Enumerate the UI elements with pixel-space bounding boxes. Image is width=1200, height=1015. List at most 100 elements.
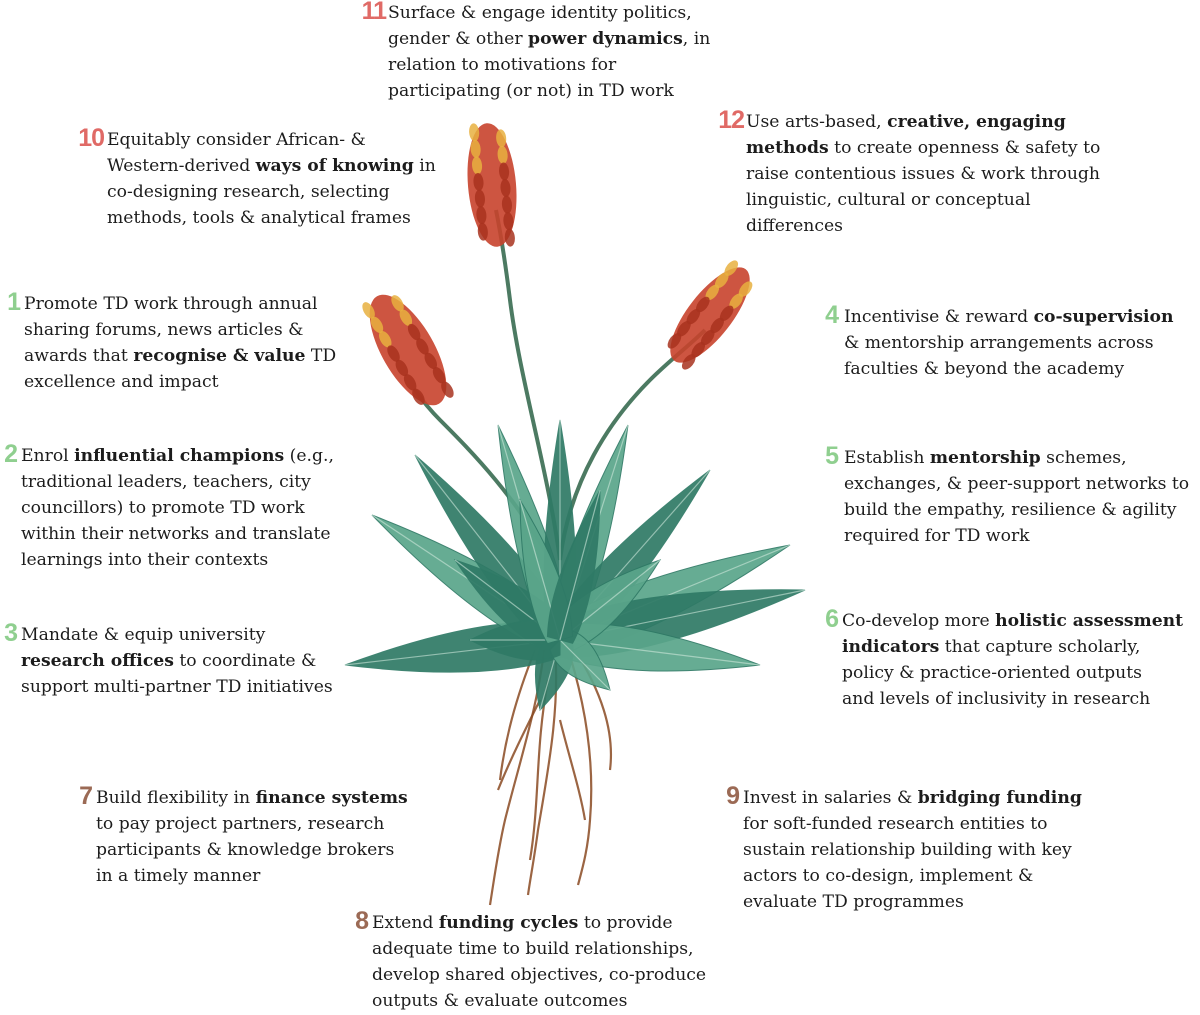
floret xyxy=(469,123,480,142)
text-line: differences xyxy=(746,213,1100,239)
floret xyxy=(416,338,429,355)
text-run: Incentivise & reward xyxy=(844,307,1034,327)
floret xyxy=(470,139,481,158)
flower-head xyxy=(362,294,454,406)
raceme xyxy=(467,123,517,247)
raceme xyxy=(670,267,750,363)
text-line: and levels of inclusivity in research xyxy=(842,686,1183,712)
emphasis-text: power dynamics xyxy=(528,29,683,49)
text-line: participants & knowledge brokers xyxy=(96,837,408,863)
emphasis-text: holistic assessment xyxy=(995,611,1184,631)
floret xyxy=(738,281,753,297)
text-line: awards that recognise & value TD xyxy=(24,343,336,369)
text-line: relation to motivations for xyxy=(388,52,710,78)
floret xyxy=(395,359,409,377)
emphasis-text: co-supervision xyxy=(1033,307,1174,327)
text-line: co-designing research, selecting xyxy=(107,179,436,205)
text-line: build the empathy, resilience & agility xyxy=(844,497,1189,523)
text-run: , in xyxy=(682,29,711,49)
floret xyxy=(432,367,446,384)
root xyxy=(498,649,537,781)
text-line: gender & other power dynamics, in xyxy=(388,26,710,52)
root xyxy=(496,699,541,791)
text-run: Surface & engage identity politics, xyxy=(388,3,692,23)
text-line: outputs & evaluate outcomes xyxy=(372,988,706,1014)
text-line: develop shared objectives, co-produce xyxy=(372,962,706,988)
text-line: policy & practice-oriented outputs xyxy=(842,660,1183,686)
text-run: participants & knowledge brokers xyxy=(96,840,395,860)
text-run: to pay project partners, research xyxy=(96,814,385,834)
leaf-midrib xyxy=(559,489,601,641)
emphasis-text: creative, engaging xyxy=(887,112,1066,132)
text-run: Establish xyxy=(844,448,930,468)
recommendation-text: Equitably consider African- &Western-der… xyxy=(107,127,436,231)
text-line: councillors) to promote TD work xyxy=(21,495,334,521)
floret xyxy=(441,381,454,398)
floret xyxy=(681,354,696,370)
floret xyxy=(696,296,710,313)
floret xyxy=(714,272,729,289)
text-line: Establish mentorship schemes, xyxy=(844,445,1189,471)
leaf-midrib xyxy=(559,639,611,691)
text-run: policy & practice-oriented outputs xyxy=(842,663,1142,683)
recommendation-number: 4 xyxy=(825,301,839,329)
text-line: & mentorship arrangements across xyxy=(844,330,1174,356)
text-run: faculties & beyond the academy xyxy=(844,359,1125,379)
text-line: sustain relationship building with key xyxy=(743,837,1082,863)
floret xyxy=(504,228,515,247)
text-run: Co-develop more xyxy=(842,611,996,631)
text-run: actors to co-design, implement & xyxy=(743,866,1034,886)
emphasis-text: indicators xyxy=(842,637,940,657)
text-run: Enrol xyxy=(21,446,75,466)
text-run: develop shared objectives, co-produce xyxy=(372,965,707,985)
text-run: adequate time to build relationships, xyxy=(372,939,694,959)
floret xyxy=(677,321,691,337)
recommendation-number: 1 xyxy=(7,288,21,316)
recommendation-number: 12 xyxy=(718,106,745,134)
floret xyxy=(691,341,706,358)
text-run: participating (or not) in TD work xyxy=(388,81,674,101)
text-line: Extend funding cycles to provide xyxy=(372,910,706,936)
emphasis-text: ways of knowing xyxy=(255,156,414,176)
recommendation-text: Build flexibility in finance systems to p… xyxy=(96,785,408,889)
text-run: in a timely manner xyxy=(96,866,261,886)
floret xyxy=(391,295,404,312)
floret xyxy=(471,156,483,175)
text-run: to coordinate & xyxy=(173,651,317,671)
text-run: for soft-funded research entities to xyxy=(743,814,1048,834)
emphasis-text: finance systems xyxy=(255,788,408,808)
floret xyxy=(724,260,739,276)
text-run: build the empathy, resilience & agility xyxy=(844,500,1177,520)
text-line: in a timely manner xyxy=(96,863,408,889)
recommendation-number: 6 xyxy=(825,605,839,633)
floret xyxy=(403,374,417,391)
floret xyxy=(503,212,514,231)
flower-heads xyxy=(362,123,753,406)
text-run: raise contentious issues & work through xyxy=(746,164,1100,184)
text-line: Build flexibility in finance systems xyxy=(96,785,408,811)
text-line: linguistic, cultural or conceptual xyxy=(746,187,1100,213)
floret xyxy=(387,345,400,362)
text-run: co-designing research, selecting xyxy=(107,182,390,202)
text-run: in xyxy=(413,156,436,176)
floret xyxy=(499,162,510,181)
floret xyxy=(474,189,485,208)
floret xyxy=(710,317,724,334)
floret xyxy=(477,222,488,241)
text-run: (e.g., xyxy=(284,446,334,466)
text-run: schemes, xyxy=(1040,448,1127,468)
text-run: Promote TD work through annual xyxy=(24,294,318,314)
floret xyxy=(496,129,507,148)
floret xyxy=(729,293,743,309)
text-run: learnings into their contexts xyxy=(21,550,269,570)
recommendation-5: 5 Establish mentorship schemes,exchanges… xyxy=(825,442,1189,549)
text-run: that capture scholarly, xyxy=(939,637,1141,657)
text-run: outputs & evaluate outcomes xyxy=(372,991,628,1011)
emphasis-text: methods xyxy=(746,138,829,158)
text-run: Western-derived xyxy=(107,156,256,176)
